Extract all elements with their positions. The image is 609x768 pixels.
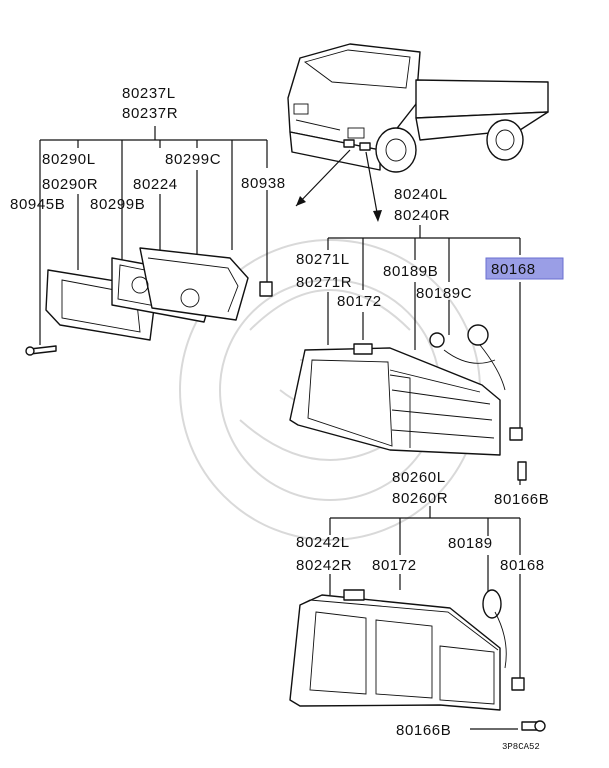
label-80172-top: 80172 — [337, 293, 382, 310]
label-80172-bottom: 80172 — [372, 557, 417, 574]
label-80240r: 80240R — [394, 207, 450, 224]
label-80299b: 80299B — [90, 196, 145, 213]
label-80242l: 80242L — [296, 534, 350, 551]
diagram-code: 3P8CA52 — [502, 742, 540, 752]
label-80290r: 80290R — [42, 176, 98, 193]
lower-parts — [289, 589, 546, 732]
label-80260r: 80260R — [392, 490, 448, 507]
label-80271r: 80271R — [296, 274, 352, 291]
label-80938: 80938 — [241, 175, 286, 192]
label-80240l: 80240L — [394, 186, 448, 203]
highlight-box[interactable] — [485, 257, 564, 280]
label-80945b: 80945B — [10, 196, 65, 213]
label-80168-bottom: 80168 — [500, 557, 545, 574]
middle-parts — [289, 324, 527, 481]
label-80166b-top: 80166B — [494, 491, 549, 508]
truck-illustration — [287, 43, 549, 173]
middle-leaders — [327, 225, 521, 485]
label-80290l: 80290L — [42, 151, 96, 168]
lower-leaders — [329, 506, 521, 730]
label-80168-highlighted[interactable]: 80168 — [491, 261, 536, 278]
label-80242r: 80242R — [296, 557, 352, 574]
label-80260l: 80260L — [392, 469, 446, 486]
label-80299c: 80299C — [165, 151, 221, 168]
upper-left-parts — [25, 247, 273, 356]
label-80189b: 80189B — [383, 263, 438, 280]
label-80237l: 80237L — [122, 85, 176, 102]
label-80224: 80224 — [133, 176, 178, 193]
pointer-arrows — [295, 149, 382, 222]
label-80166b-bottom: 80166B — [396, 722, 451, 739]
label-80189: 80189 — [448, 535, 493, 552]
label-80189c: 80189C — [416, 285, 472, 302]
label-80237r: 80237R — [122, 105, 178, 122]
label-80271l: 80271L — [296, 251, 350, 268]
